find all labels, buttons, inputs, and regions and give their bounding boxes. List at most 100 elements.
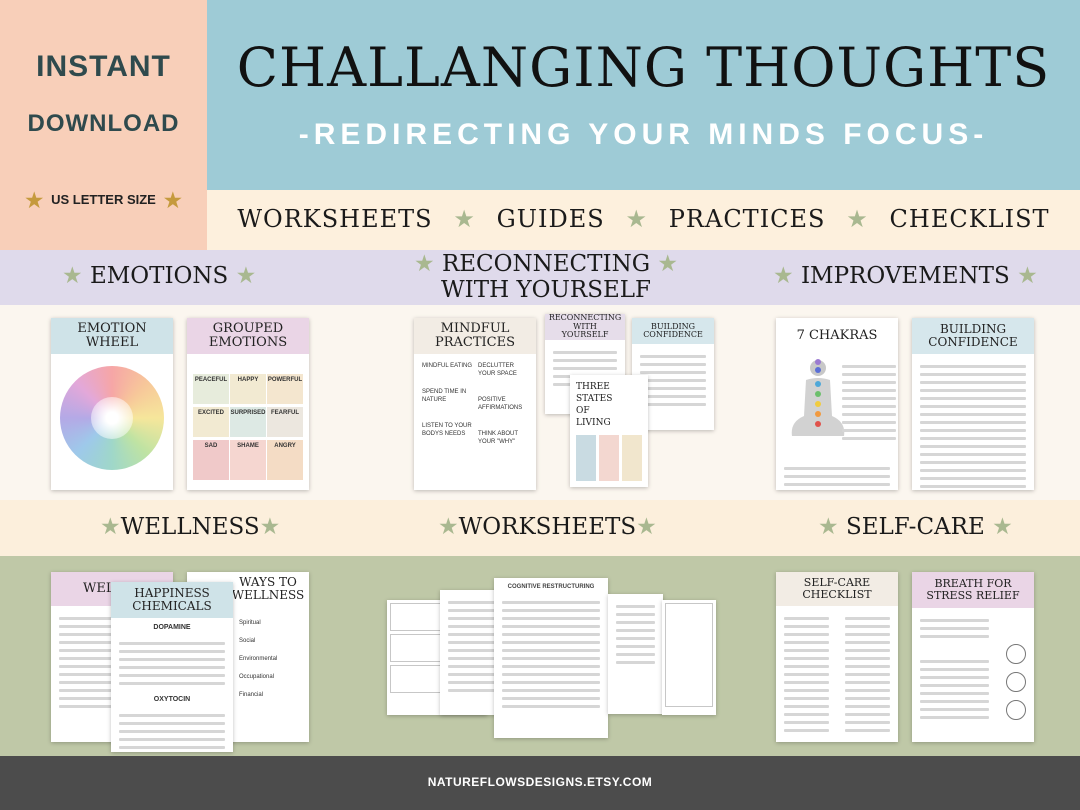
page-text-lines: [111, 703, 233, 752]
emotion-cell: FEARFUL: [267, 407, 303, 437]
emotion-cell: PEACEFUL: [193, 374, 229, 404]
emotion-cell: ANGRY: [267, 440, 303, 480]
category-guides: GUIDES: [496, 205, 605, 233]
footer-band: [0, 756, 1080, 810]
breath-stress-relief-page: BREATH FOR STRESS RELIEF: [912, 572, 1034, 742]
page-title: RECONNECTING WITH YOURSELF: [545, 314, 625, 340]
section-wellness-text: WELLNESS: [120, 514, 260, 540]
emotion-cell: POWERFUL: [267, 374, 303, 404]
page-title: THREE STATES OF LIVING: [576, 382, 613, 428]
self-care-checklist-page: SELF-CARE CHECKLIST: [776, 572, 898, 742]
page-text-lines: [494, 590, 608, 719]
meditation-figure-icon: [791, 359, 845, 436]
emotion-cell: EXCITED: [193, 407, 229, 437]
star-icon: ★: [259, 514, 281, 540]
page-text-lines: [632, 344, 714, 417]
page-text-lines: [776, 456, 898, 490]
section-wellness: ★WELLNESS★: [100, 514, 280, 540]
page-title: 7 CHAKRAS: [796, 328, 878, 344]
page-title: BREATH FOR STRESS RELIEF: [912, 572, 1034, 608]
instant-download-badge: [0, 0, 207, 250]
star-icon: ★: [62, 263, 90, 289]
emotion-cell: SAD: [193, 440, 229, 480]
practice-item: POSITIVE AFFIRMATIONS: [478, 397, 523, 411]
section-self-care-text: SELF-CARE: [845, 514, 985, 540]
page-text-lines: [912, 649, 997, 730]
star-icon: ★: [625, 205, 648, 233]
page-text-lines: [440, 590, 540, 703]
download-label: DOWNLOAD: [27, 110, 180, 137]
star-icon: ★: [984, 514, 1013, 540]
section-emotions-text: EMOTIONS: [89, 263, 229, 289]
instant-label: INSTANT: [36, 50, 171, 83]
grouped-emotions-page: GROUPED EMOTIONS PEACEFUL HAPPY POWERFUL…: [187, 318, 309, 490]
shop-url: NATUREFLOWSDESIGNS.ETSY.COM: [427, 775, 653, 789]
page-title: HAPPINESS CHEMICALS: [111, 582, 233, 618]
emotion-cell: SURPRISED: [230, 407, 266, 437]
chakra-labels: [842, 360, 896, 445]
section-worksheets-text: WORKSHEETS: [458, 514, 637, 540]
star-icon: ★: [818, 514, 846, 540]
emotion-cell: HAPPY: [230, 374, 266, 404]
star-icon: ★: [414, 251, 442, 277]
worksheet-grid: [665, 603, 713, 707]
star-icon: ★: [453, 205, 476, 233]
page-text-lines: [111, 631, 233, 696]
page-text-lines: [912, 354, 1034, 490]
section-reconnecting-line1: RECONNECTING: [441, 251, 651, 277]
page-title: COGNITIVE RESTRUCTURING: [507, 584, 595, 590]
wellness-item: Spiritual: [239, 620, 261, 626]
state-column: [576, 435, 596, 481]
mindful-practices-page: MINDFUL PRACTICES MINDFUL EATING SPEND T…: [414, 318, 536, 490]
letter-size-label: ★ US LETTER SIZE ★: [0, 188, 207, 213]
wellness-item: Social: [239, 638, 256, 644]
star-icon: ★: [163, 190, 182, 212]
chemical-heading: OXYTOCIN: [153, 696, 191, 703]
category-row: WORKSHEETS ★ GUIDES ★ PRACTICES ★ CHECKL…: [207, 205, 1080, 233]
star-icon: ★: [636, 514, 657, 540]
three-states-page: THREE STATES OF LIVING: [570, 375, 648, 487]
section-improvements-text: IMPROVEMENTS: [800, 263, 1010, 289]
star-icon: ★: [1009, 263, 1038, 289]
title-band: [207, 0, 1080, 190]
star-icon: ★: [650, 251, 678, 277]
worksheet-side-page: [608, 594, 663, 714]
visualization-icon: [1006, 700, 1026, 720]
practice-item: MINDFUL EATING: [422, 363, 473, 369]
practice-item: THINK ABOUT YOUR "WHY": [478, 431, 518, 445]
section-band-middle: [0, 500, 1080, 556]
belly-breath-icon: [1006, 644, 1026, 664]
page-text-lines: [912, 608, 997, 649]
category-practices: PRACTICES: [668, 205, 826, 233]
wellness-item: Financial: [239, 692, 264, 698]
practice-item: SPEND TIME IN NATURE: [422, 389, 467, 403]
worksheet-blank-page: [662, 600, 716, 715]
state-column: [599, 435, 619, 481]
section-band-top: [0, 250, 1080, 305]
category-band: [207, 190, 1080, 250]
practice-item: DECLUTTER YOUR SPACE: [478, 363, 517, 377]
happiness-chemicals-page: HAPPINESS CHEMICALS DOPAMINE OXYTOCIN: [111, 582, 233, 752]
star-icon: ★: [100, 514, 121, 540]
practice-list-right: DECLUTTER YOUR SPACE POSITIVE AFFIRMATIO…: [478, 362, 530, 446]
seven-chakras-page: 7 CHAKRAS: [776, 318, 898, 490]
section-self-care: ★ SELF-CARE ★: [818, 514, 1013, 540]
emotion-wheel-page: EMOTION WHEEL: [51, 318, 173, 490]
page-title: SELF-CARE CHECKLIST: [776, 572, 898, 606]
star-icon: ★: [228, 263, 257, 289]
practice-list-left: MINDFUL EATING SPEND TIME IN NATURE LIST…: [422, 362, 472, 438]
page-title: BUILDING CONFIDENCE: [632, 318, 714, 344]
section-reconnecting: ★ RECONNECTING ★ WITH YOURSELF: [414, 251, 678, 303]
checklist-column: [837, 606, 898, 742]
star-icon: ★: [25, 190, 44, 212]
page-title: WAYS TO WELLNESS: [231, 575, 305, 602]
size-text: US LETTER SIZE: [51, 192, 156, 207]
wellness-list: Spiritual Social Environmental Occupatio…: [239, 614, 307, 704]
page-title: MINDFUL PRACTICES: [414, 318, 536, 354]
page-title: BUILDING CONFIDENCE: [912, 318, 1034, 354]
wellness-item: Occupational: [239, 674, 275, 680]
main-title: CHALLANGING THOUGHTS: [236, 36, 1051, 99]
star-icon: ★: [438, 514, 459, 540]
preview-band-top: [0, 305, 1080, 500]
page-text-lines: [608, 594, 663, 675]
